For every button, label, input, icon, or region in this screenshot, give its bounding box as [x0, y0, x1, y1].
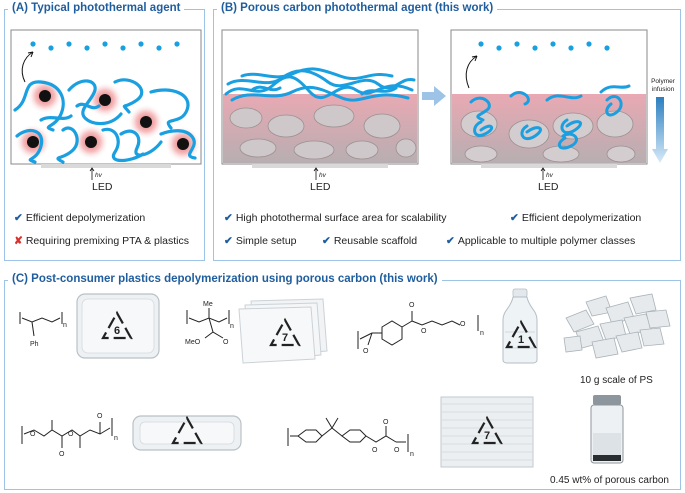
light-arrow-b2 [540, 167, 546, 180]
recycle-code-1: 1 [518, 334, 524, 346]
recycle-icon: 7 [471, 415, 503, 445]
pla-sample [132, 415, 242, 451]
pet-structure: O O O O n [357, 302, 484, 355]
pla-o1-label: O [30, 431, 36, 438]
bullet-b-5: ✔Applicable to multiple polymer classes [446, 235, 636, 247]
recycle-icon: 6 [101, 310, 133, 340]
recycle-icon: 1 [505, 319, 537, 349]
pc-o3-label: O [394, 447, 400, 454]
led-label-a: LED [92, 181, 113, 193]
panel-b-title: (B) Porous carbon photothermal agent (th… [217, 2, 498, 14]
pc-sheet [440, 396, 534, 468]
pmma-meo-label: MeO [185, 339, 201, 346]
recycle-code-7: 7 [282, 332, 288, 344]
caption-ps-scale: 10 g scale of PS [580, 375, 653, 386]
check-icon: ✔ [322, 235, 331, 247]
pla-o2-label: O [59, 451, 65, 458]
pet-n-label: n [480, 330, 484, 337]
hv-label-b2: hv [546, 172, 553, 179]
recycle-icon [171, 415, 203, 445]
caption-porous-carbon: 0.45 wt% of porous carbon [550, 475, 669, 486]
pmma-n-label: n [230, 323, 234, 330]
hv-label-b1: hv [319, 172, 326, 179]
pmma-me-label: Me [203, 301, 213, 308]
scaffold-after [450, 29, 648, 168]
pmma-structure: Me O MeO n [185, 301, 234, 346]
bullet-a-1: ✔Efficient depolymerization [14, 212, 146, 224]
pet-o4-label: O [460, 321, 466, 328]
light-arrow-a [89, 167, 95, 180]
pla-o3-label: O [68, 431, 74, 438]
check-icon: ✔ [446, 235, 455, 247]
infusion-arrow-icon [652, 97, 668, 163]
recycle-icon: 7 [269, 317, 301, 347]
ps-ph-label: Ph [30, 341, 39, 348]
check-icon: ✔ [224, 235, 233, 247]
pla-o4-label: O [97, 413, 103, 420]
bullet-b-2: ✔Efficient depolymerization [510, 212, 642, 224]
pmma-o-label: O [223, 339, 229, 346]
ps-flakes-photo [556, 288, 674, 364]
hv-label-a: hv [95, 172, 102, 179]
pc-o1-label: O [372, 447, 378, 454]
led-label-b2: LED [538, 181, 559, 193]
pc-structure: O O O n [287, 417, 414, 458]
ps-structure: Ph n [19, 312, 67, 348]
panel-c-title: (C) Post-consumer plastics depolymerizat… [8, 273, 442, 285]
panel-a-title: (A) Typical photothermal agent [8, 2, 185, 14]
bullet-a-2: ✘Requiring premixing PTA & plastics [14, 235, 190, 247]
pc-n-label: n [410, 451, 414, 458]
pla-structure: O O O O n [21, 413, 118, 458]
pla-n-label: n [114, 435, 118, 442]
ps-n-label: n [63, 322, 67, 329]
pet-o1-label: O [363, 348, 369, 355]
polymer-infusion-label: Polymer infusion [651, 78, 675, 93]
recycle-code-7b: 7 [484, 430, 490, 442]
carbon-vial-photo [585, 393, 629, 467]
recycle-code-6: 6 [114, 325, 120, 337]
cross-icon: ✘ [14, 235, 23, 247]
scaffold-before [221, 29, 419, 168]
bullet-b-3: ✔Simple setup [224, 235, 297, 247]
pet-o3-label: O [421, 328, 427, 335]
bullet-b-4: ✔Reusable scaffold [322, 235, 418, 247]
pet-o2-label: O [409, 302, 415, 309]
bullet-b-1: ✔High photothermal surface area for scal… [224, 212, 447, 224]
light-arrow-b1 [313, 167, 319, 180]
check-icon: ✔ [224, 212, 233, 224]
pc-o2-label: O [383, 419, 389, 426]
process-arrow-icon [422, 86, 446, 106]
check-icon: ✔ [14, 212, 23, 224]
panel-a-illustration [10, 29, 202, 168]
ps-sample [76, 293, 160, 359]
check-icon: ✔ [510, 212, 519, 224]
led-label-b1: LED [310, 181, 331, 193]
